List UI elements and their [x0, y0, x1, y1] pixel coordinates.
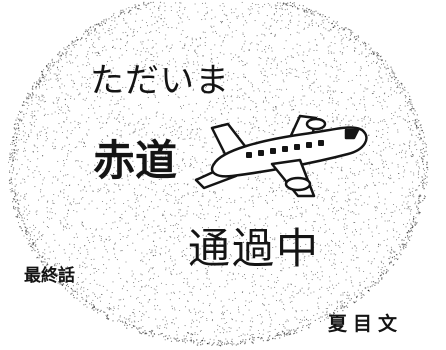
episode-label: 最終話 [24, 266, 75, 286]
airplane-icon [194, 114, 368, 198]
title-line-2: 赤道 [93, 136, 178, 185]
author-name: 夏目文 [328, 313, 404, 335]
stippled-globe [7, 1, 429, 347]
title-line-1: ただいま [90, 61, 230, 101]
title-line-3: 通過中 [188, 224, 321, 273]
